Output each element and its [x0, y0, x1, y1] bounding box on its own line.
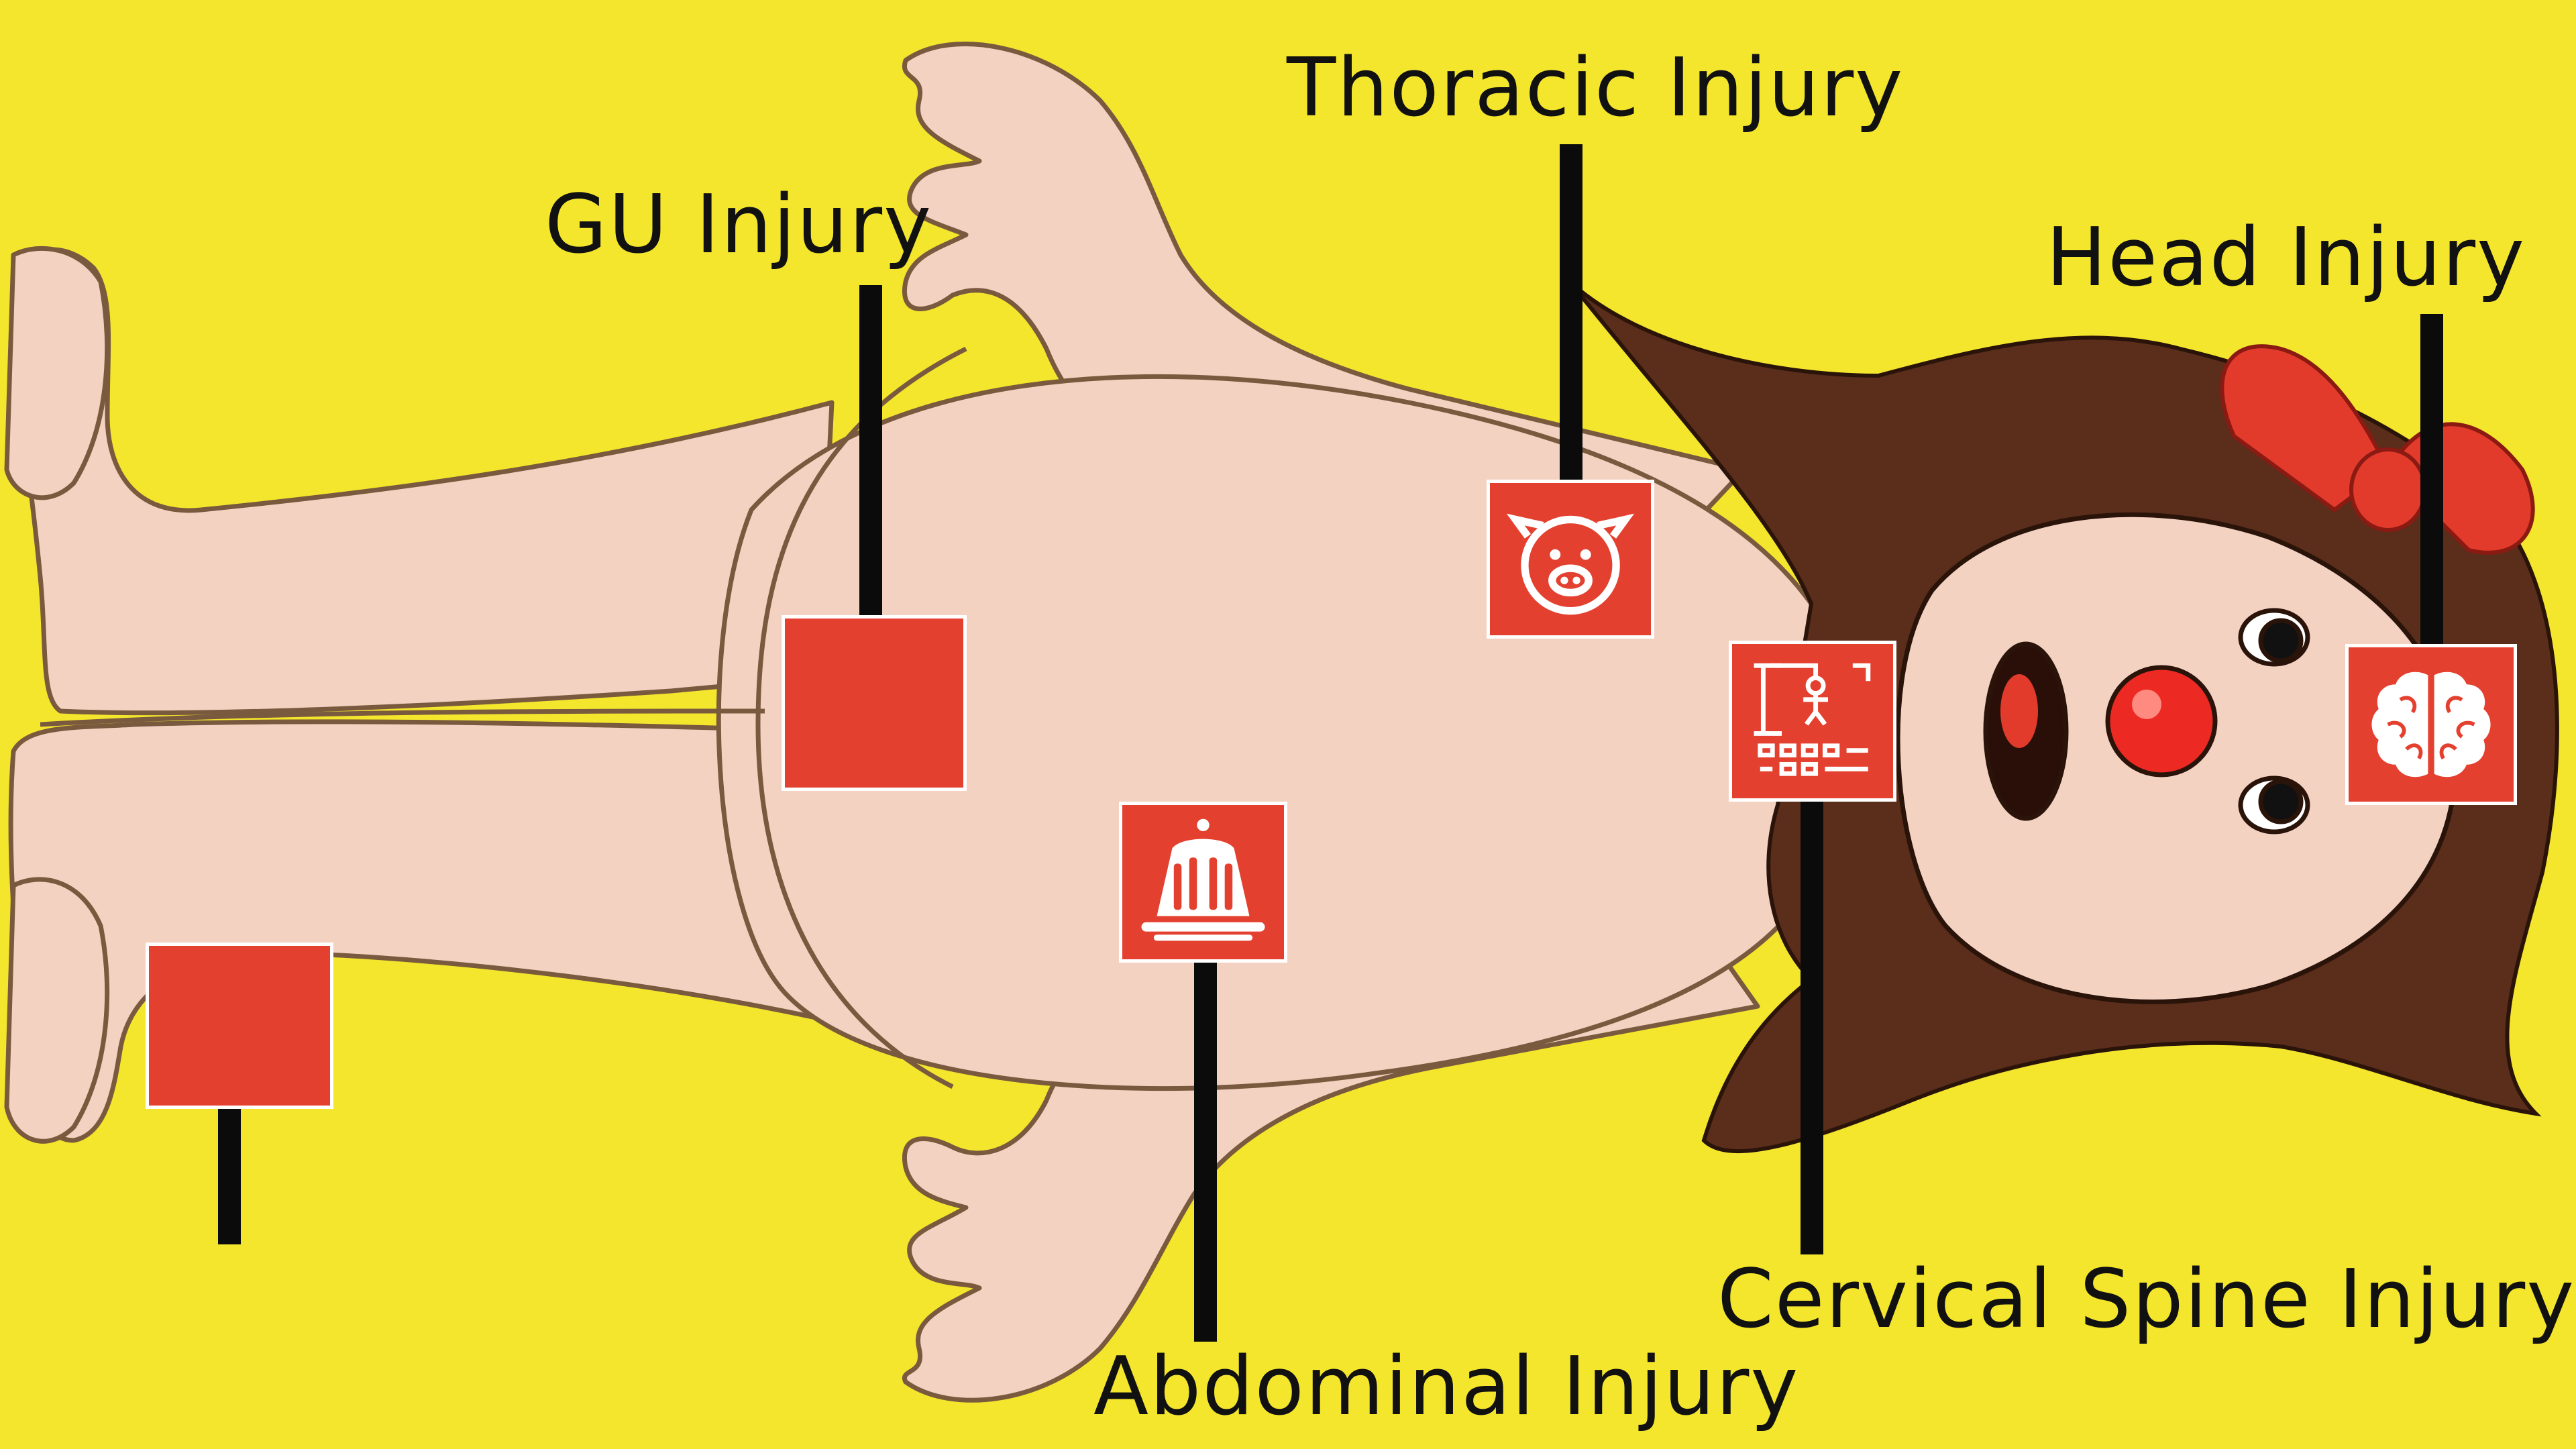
head-injury-label: Head Injury	[2046, 218, 2526, 299]
unlabeled-marker	[146, 943, 333, 1109]
abdominal-pointer-line	[1194, 959, 1217, 1342]
thoracic-injury-label: Thoracic Injury	[1287, 48, 1904, 129]
abdominal-marker	[1119, 802, 1287, 963]
cervical-spine-injury-label: Cervical Spine Injury	[1717, 1260, 2575, 1340]
head-marker	[2345, 644, 2517, 805]
hangman-game-icon	[1732, 644, 1893, 798]
thoracic-pointer-line	[1560, 144, 1582, 480]
abdominal-injury-label: Abdominal Injury	[1093, 1347, 1799, 1428]
thoracic-marker	[1487, 480, 1654, 639]
cervical-marker	[1729, 641, 1896, 802]
cervical-pointer-line	[1801, 798, 1823, 1254]
gu-pointer-line	[859, 285, 882, 617]
brain-icon	[2349, 647, 2514, 802]
gu-injury-label: GU Injury	[545, 185, 932, 266]
head-pointer-line	[2420, 314, 2443, 646]
pig-face-icon	[1490, 483, 1651, 635]
gu-marker	[782, 615, 967, 791]
unlabeled-pointer-line	[218, 1107, 241, 1244]
jelly-dessert-icon	[1122, 805, 1284, 959]
